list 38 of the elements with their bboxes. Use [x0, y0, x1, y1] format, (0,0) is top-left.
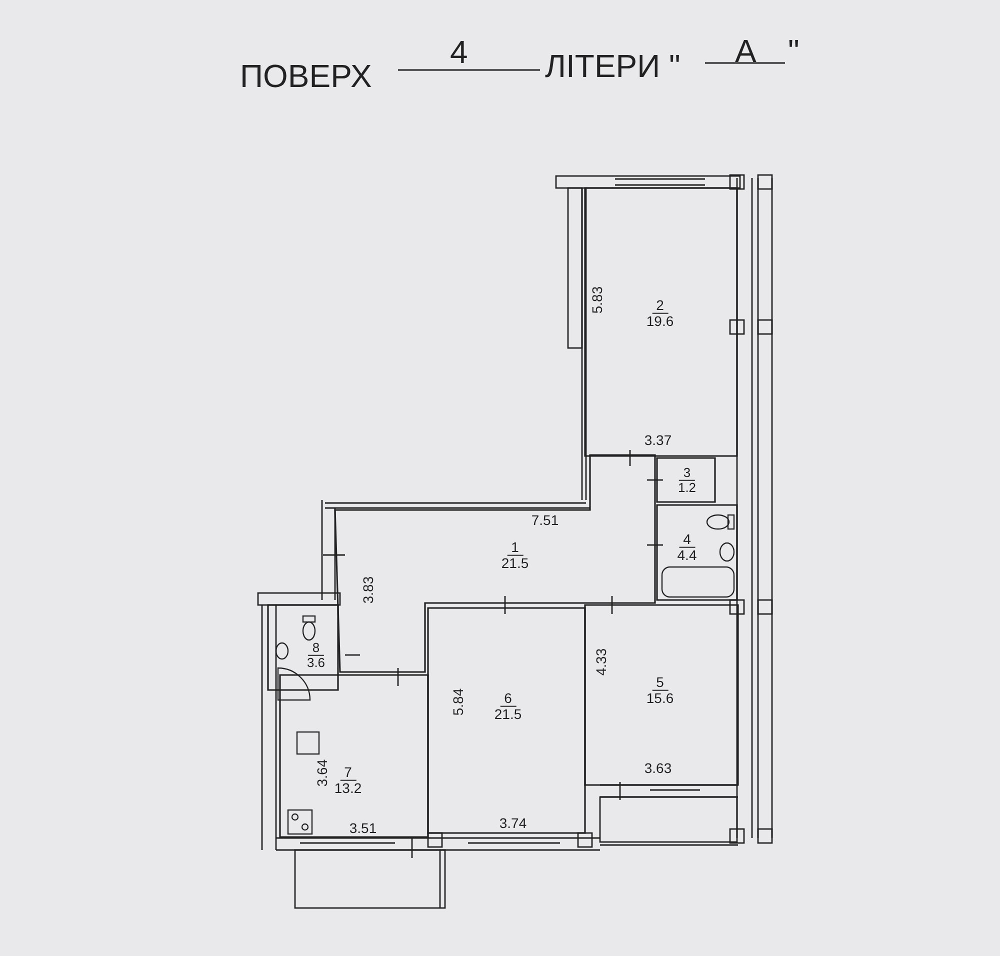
room-number: 7 — [340, 764, 356, 780]
dimension-text: 3.51 — [349, 821, 377, 835]
dimension-text: 5.84 — [451, 688, 465, 716]
dimension-text: 3.37 — [644, 433, 672, 447]
dimension-text: 7.51 — [531, 513, 559, 527]
dimension-text: 4.33 — [594, 648, 608, 676]
room — [657, 505, 737, 600]
room — [585, 605, 738, 785]
room — [585, 188, 737, 456]
dimension-text: 3.64 — [315, 759, 329, 787]
building-letter: А — [735, 35, 756, 67]
room-area: 21.5 — [501, 556, 529, 570]
heading-text: " — [788, 35, 800, 67]
room-number: 8 — [308, 640, 324, 656]
room-number: 5 — [652, 674, 668, 690]
room-number: 1 — [507, 540, 523, 556]
dimension-text: 3.63 — [644, 761, 672, 775]
room — [268, 605, 338, 690]
room-area: 21.5 — [494, 706, 522, 722]
room-area: 1.2 — [678, 480, 696, 494]
dimension-text: 3.74 — [499, 816, 527, 830]
room-area: 4.4 — [677, 548, 697, 562]
dimension-text: 3.83 — [361, 576, 375, 604]
room-number: 4 — [679, 532, 695, 548]
room-number: 2 — [652, 298, 668, 314]
room-number: 6 — [500, 690, 516, 706]
room — [280, 675, 428, 837]
room — [657, 458, 715, 502]
room-number: 3 — [679, 466, 695, 480]
floor-number: 4 — [450, 36, 468, 68]
heading-text: ПОВЕРХ — [240, 60, 372, 92]
room-area: 13.2 — [334, 780, 362, 796]
room-area: 15.6 — [646, 690, 674, 706]
heading-text: ЛІТЕРИ " — [545, 50, 680, 82]
room-area: 3.6 — [306, 656, 326, 670]
room-area: 19.6 — [646, 314, 674, 328]
dimension-text: 5.83 — [590, 286, 604, 314]
room — [428, 608, 585, 833]
